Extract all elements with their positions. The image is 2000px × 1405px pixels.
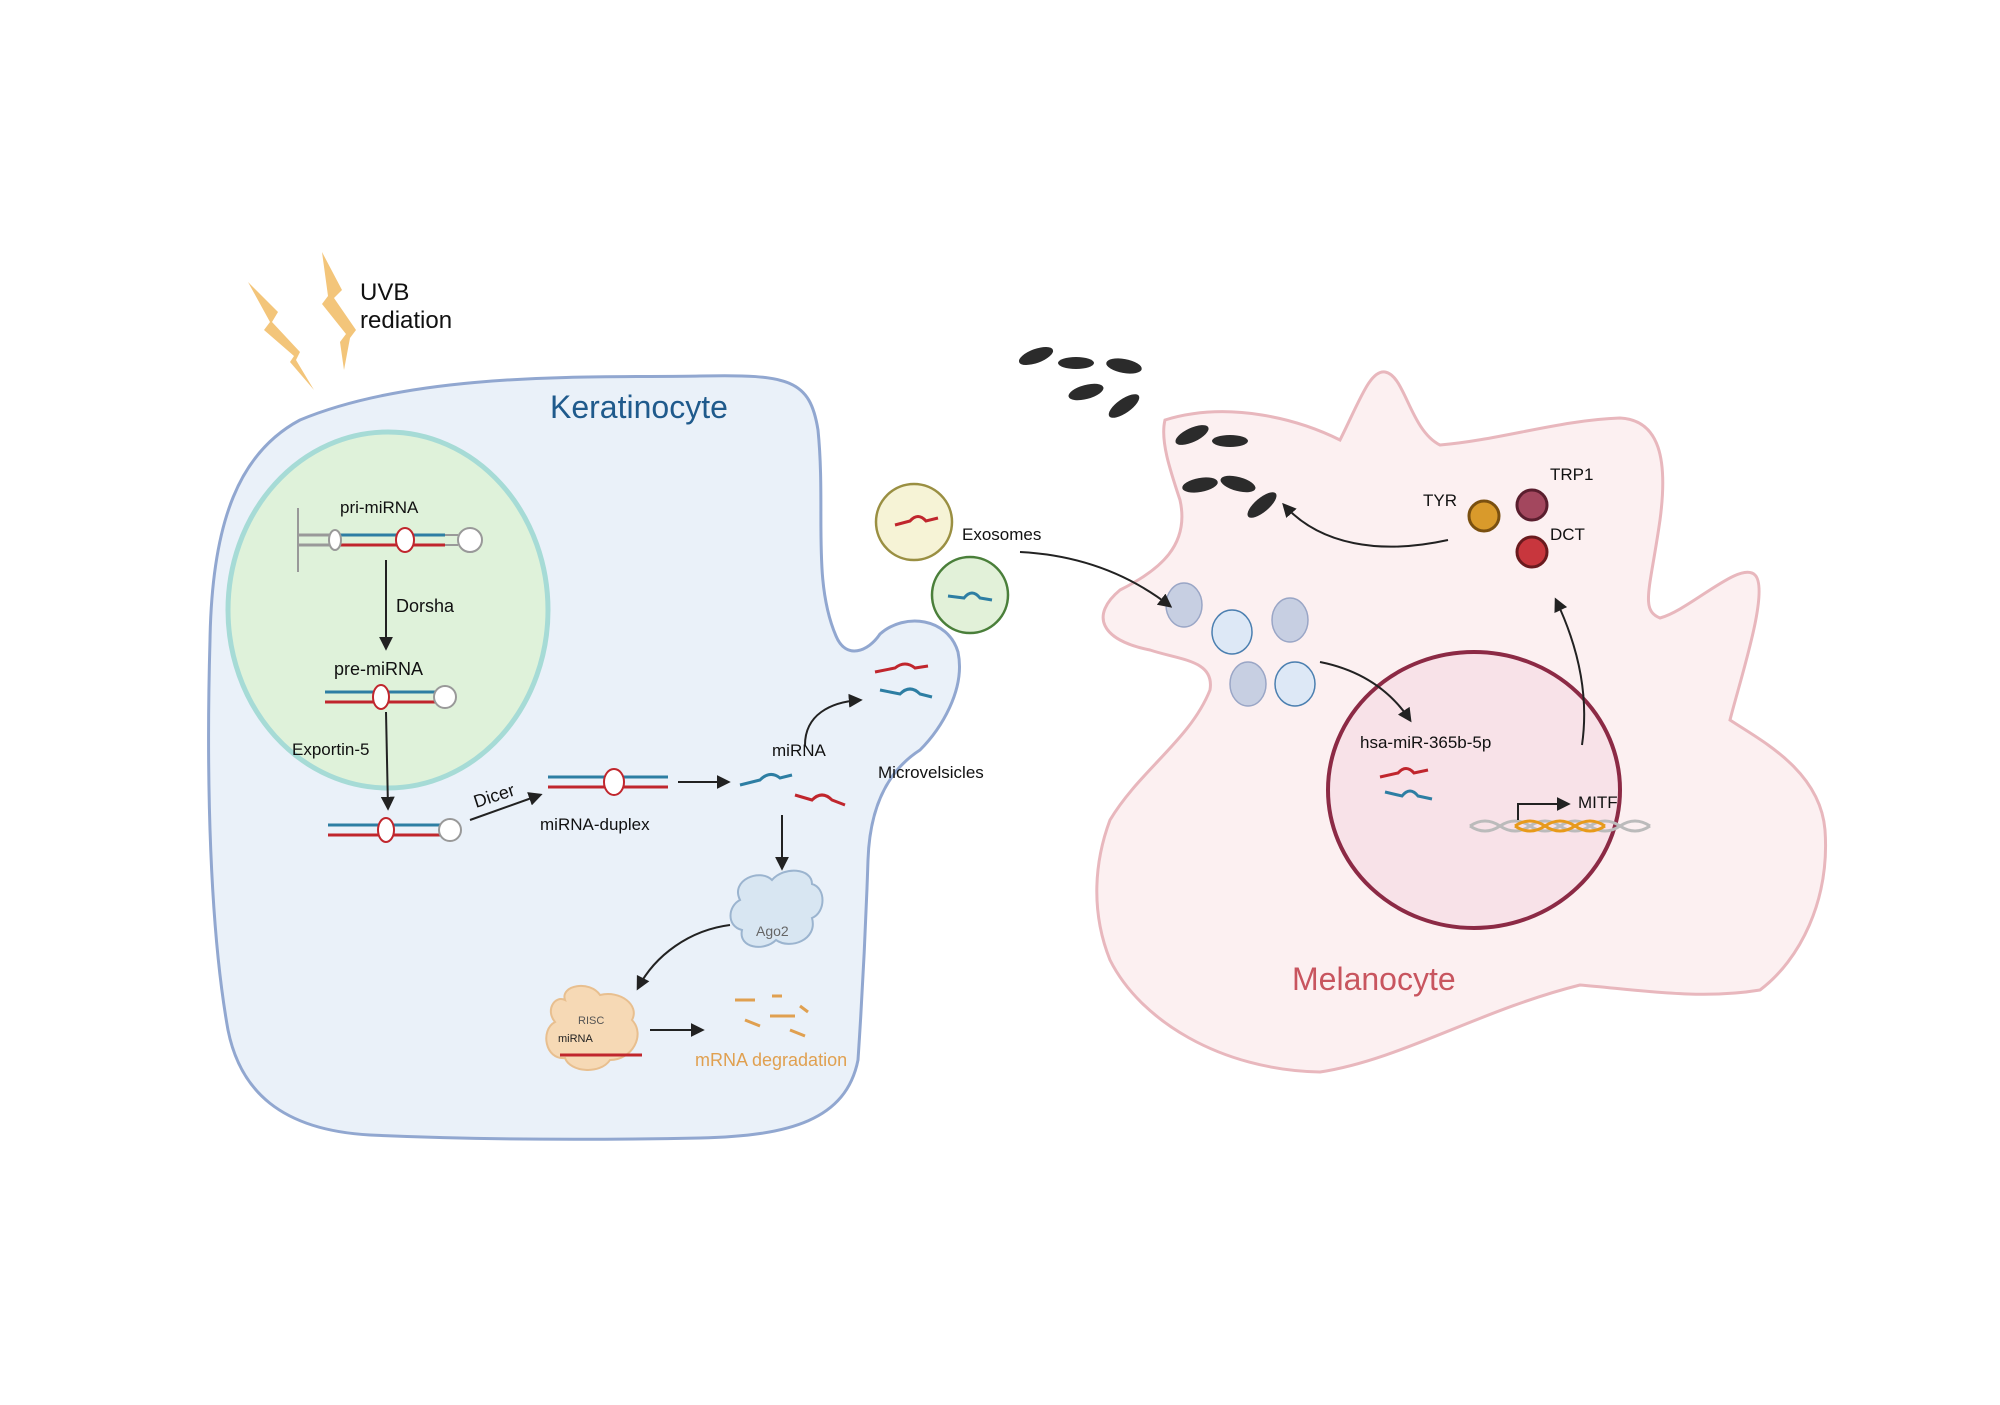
dct-label: DCT <box>1550 525 1585 544</box>
risc-mirna-label: miRNA <box>558 1033 593 1045</box>
mirna-label: miRNA <box>772 741 826 760</box>
arrow-exportin5 <box>380 711 395 811</box>
uptaken-vesicles <box>1165 582 1316 707</box>
mrna-degradation-label: mRNA degradation <box>695 1050 847 1070</box>
cytoplasmic-pre-mirna-icon <box>328 817 462 843</box>
pre-mirna-label: pre-miRNA <box>334 659 423 679</box>
arrow-to-nucleus <box>1319 661 1412 723</box>
melanin-granules <box>1018 346 1277 518</box>
dorsha-label: Dorsha <box>396 596 455 616</box>
mrna-fragments-icon <box>735 994 809 1038</box>
exportin5-label: Exportin-5 <box>292 740 369 759</box>
exosome-yellow <box>874 482 954 562</box>
uvb-label-line2: rediation <box>360 307 452 334</box>
arrow-dicer <box>469 792 543 821</box>
ago2-protein <box>729 869 824 948</box>
mirna-duplex-icon <box>548 768 668 796</box>
trp1-enzyme-icon <box>1515 488 1549 522</box>
melanocyte-title: Melanocyte <box>1292 961 1456 997</box>
arrow-exosome-uptake <box>1019 551 1173 608</box>
exosome-blue-mirna-icon <box>947 591 993 602</box>
hsa-mir-strands-icon <box>1379 767 1433 801</box>
microvesicles-label: Microvelsicles <box>878 763 984 782</box>
tyr-enzyme-icon <box>1467 499 1501 533</box>
mirna-strands-icon <box>739 773 846 807</box>
mitf-promoter-arrow <box>1517 797 1571 820</box>
ago2-label: Ago2 <box>756 923 789 939</box>
risc-complex <box>545 984 639 1071</box>
pri-mirna-icon <box>297 508 483 572</box>
pri-mirna-label: pri-miRNA <box>340 498 419 517</box>
exosomes-label: Exosomes <box>962 525 1041 544</box>
arrow-to-risc <box>636 924 731 991</box>
tyr-label: TYR <box>1423 491 1457 510</box>
keratinocyte-title: Keratinocyte <box>550 389 728 425</box>
dna-helix-icon <box>1469 819 1651 833</box>
trp1-label: TRP1 <box>1550 465 1593 484</box>
hsa-mir-label: hsa-miR-365b-5p <box>1360 733 1491 752</box>
exosome-red-mirna-icon <box>894 515 939 527</box>
risc-label: RISC <box>578 1015 604 1027</box>
dct-enzyme-icon <box>1515 535 1549 569</box>
exosome-green <box>930 555 1010 635</box>
microvesicle-mirna-icon <box>874 662 933 699</box>
melanocyte-nucleus <box>1326 650 1622 930</box>
arrow-to-melanin <box>1282 502 1449 548</box>
uvb-label-line1: UVB <box>360 279 409 306</box>
arrow-mitf-to-enzymes <box>1554 597 1586 746</box>
arrow-to-microvesicle <box>804 693 863 746</box>
mitf-label: MITF <box>1578 793 1618 812</box>
mirna-duplex-label: miRNA-duplex <box>540 815 650 834</box>
pre-mirna-icon <box>325 684 457 710</box>
uvb-lightning-icon <box>248 252 356 390</box>
keratinocyte-nucleus <box>225 429 551 791</box>
